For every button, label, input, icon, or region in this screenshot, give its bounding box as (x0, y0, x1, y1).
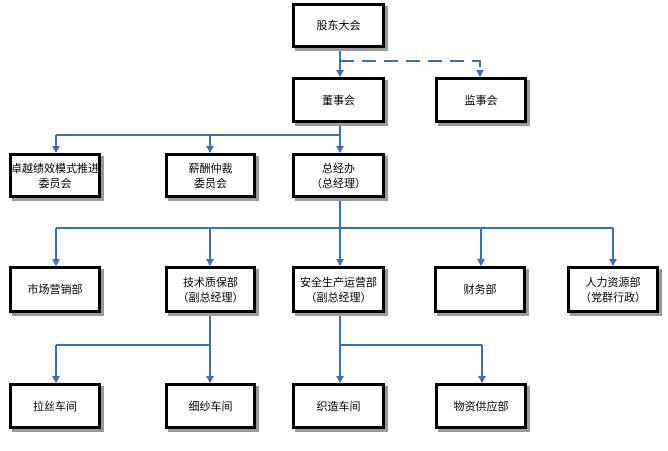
board-label: 董事会 (322, 93, 355, 107)
shareholders-meeting-node: 股东大会 (292, 3, 385, 48)
compensation-committee-line1: 薪酬仲裁 (188, 161, 233, 175)
tech-quality-dept-node: 技术质保部 （副总经理） (165, 266, 256, 313)
weaving-workshop-label: 织造车间 (316, 399, 361, 413)
compensation-committee-line2: 委员会 (194, 176, 227, 190)
finance-label: 财务部 (463, 283, 497, 296)
excellence-committee-line2: 委员会 (38, 176, 72, 190)
spinning-workshop-label: 细纱车间 (188, 399, 233, 413)
tech-quality-line2: （副总经理） (177, 290, 244, 304)
excellence-committee-node: 卓越绩效模式推进 委员会 (9, 153, 101, 198)
spinning-workshop-node: 细纱车间 (165, 383, 256, 429)
safety-production-dept-node: 安全生产运营部 （副总经理） (292, 266, 385, 313)
supply-dept-node: 物资供应部 (435, 383, 527, 429)
compensation-committee-node: 薪酬仲裁 委员会 (165, 153, 256, 198)
safety-production-line2: （副总经理） (305, 290, 372, 304)
gm-office-node: 总经办 （总经理） (292, 153, 385, 198)
excellence-committee-line1: 卓越绩效模式推进 (11, 161, 99, 175)
link-shareholders-supervisory (340, 60, 484, 77)
hr-line2: （党群行政） (580, 290, 646, 304)
drawing-workshop-node: 拉丝车间 (9, 383, 101, 429)
marketing-label: 市场营销部 (27, 283, 83, 296)
gm-office-line1: 总经办 (322, 161, 355, 175)
shareholders-label: 股东大会 (316, 19, 361, 32)
supervisory-label: 监事会 (464, 93, 498, 107)
drawing-workshop-label: 拉丝车间 (33, 399, 77, 413)
marketing-dept-node: 市场营销部 (9, 266, 101, 313)
supply-dept-label: 物资供应部 (453, 399, 509, 413)
weaving-workshop-node: 织造车间 (292, 383, 385, 429)
tech-quality-line1: 技术质保部 (183, 275, 238, 289)
supervisory-board-node: 监事会 (435, 77, 527, 123)
board-node: 董事会 (292, 77, 385, 123)
hr-line1: 人力资源部 (585, 275, 641, 289)
safety-production-line1: 安全生产运营部 (300, 275, 377, 289)
gm-office-line2: （总经理） (311, 176, 366, 190)
hr-dept-node: 人力资源部 （党群行政） (567, 266, 659, 313)
finance-dept-node: 财务部 (434, 266, 526, 313)
